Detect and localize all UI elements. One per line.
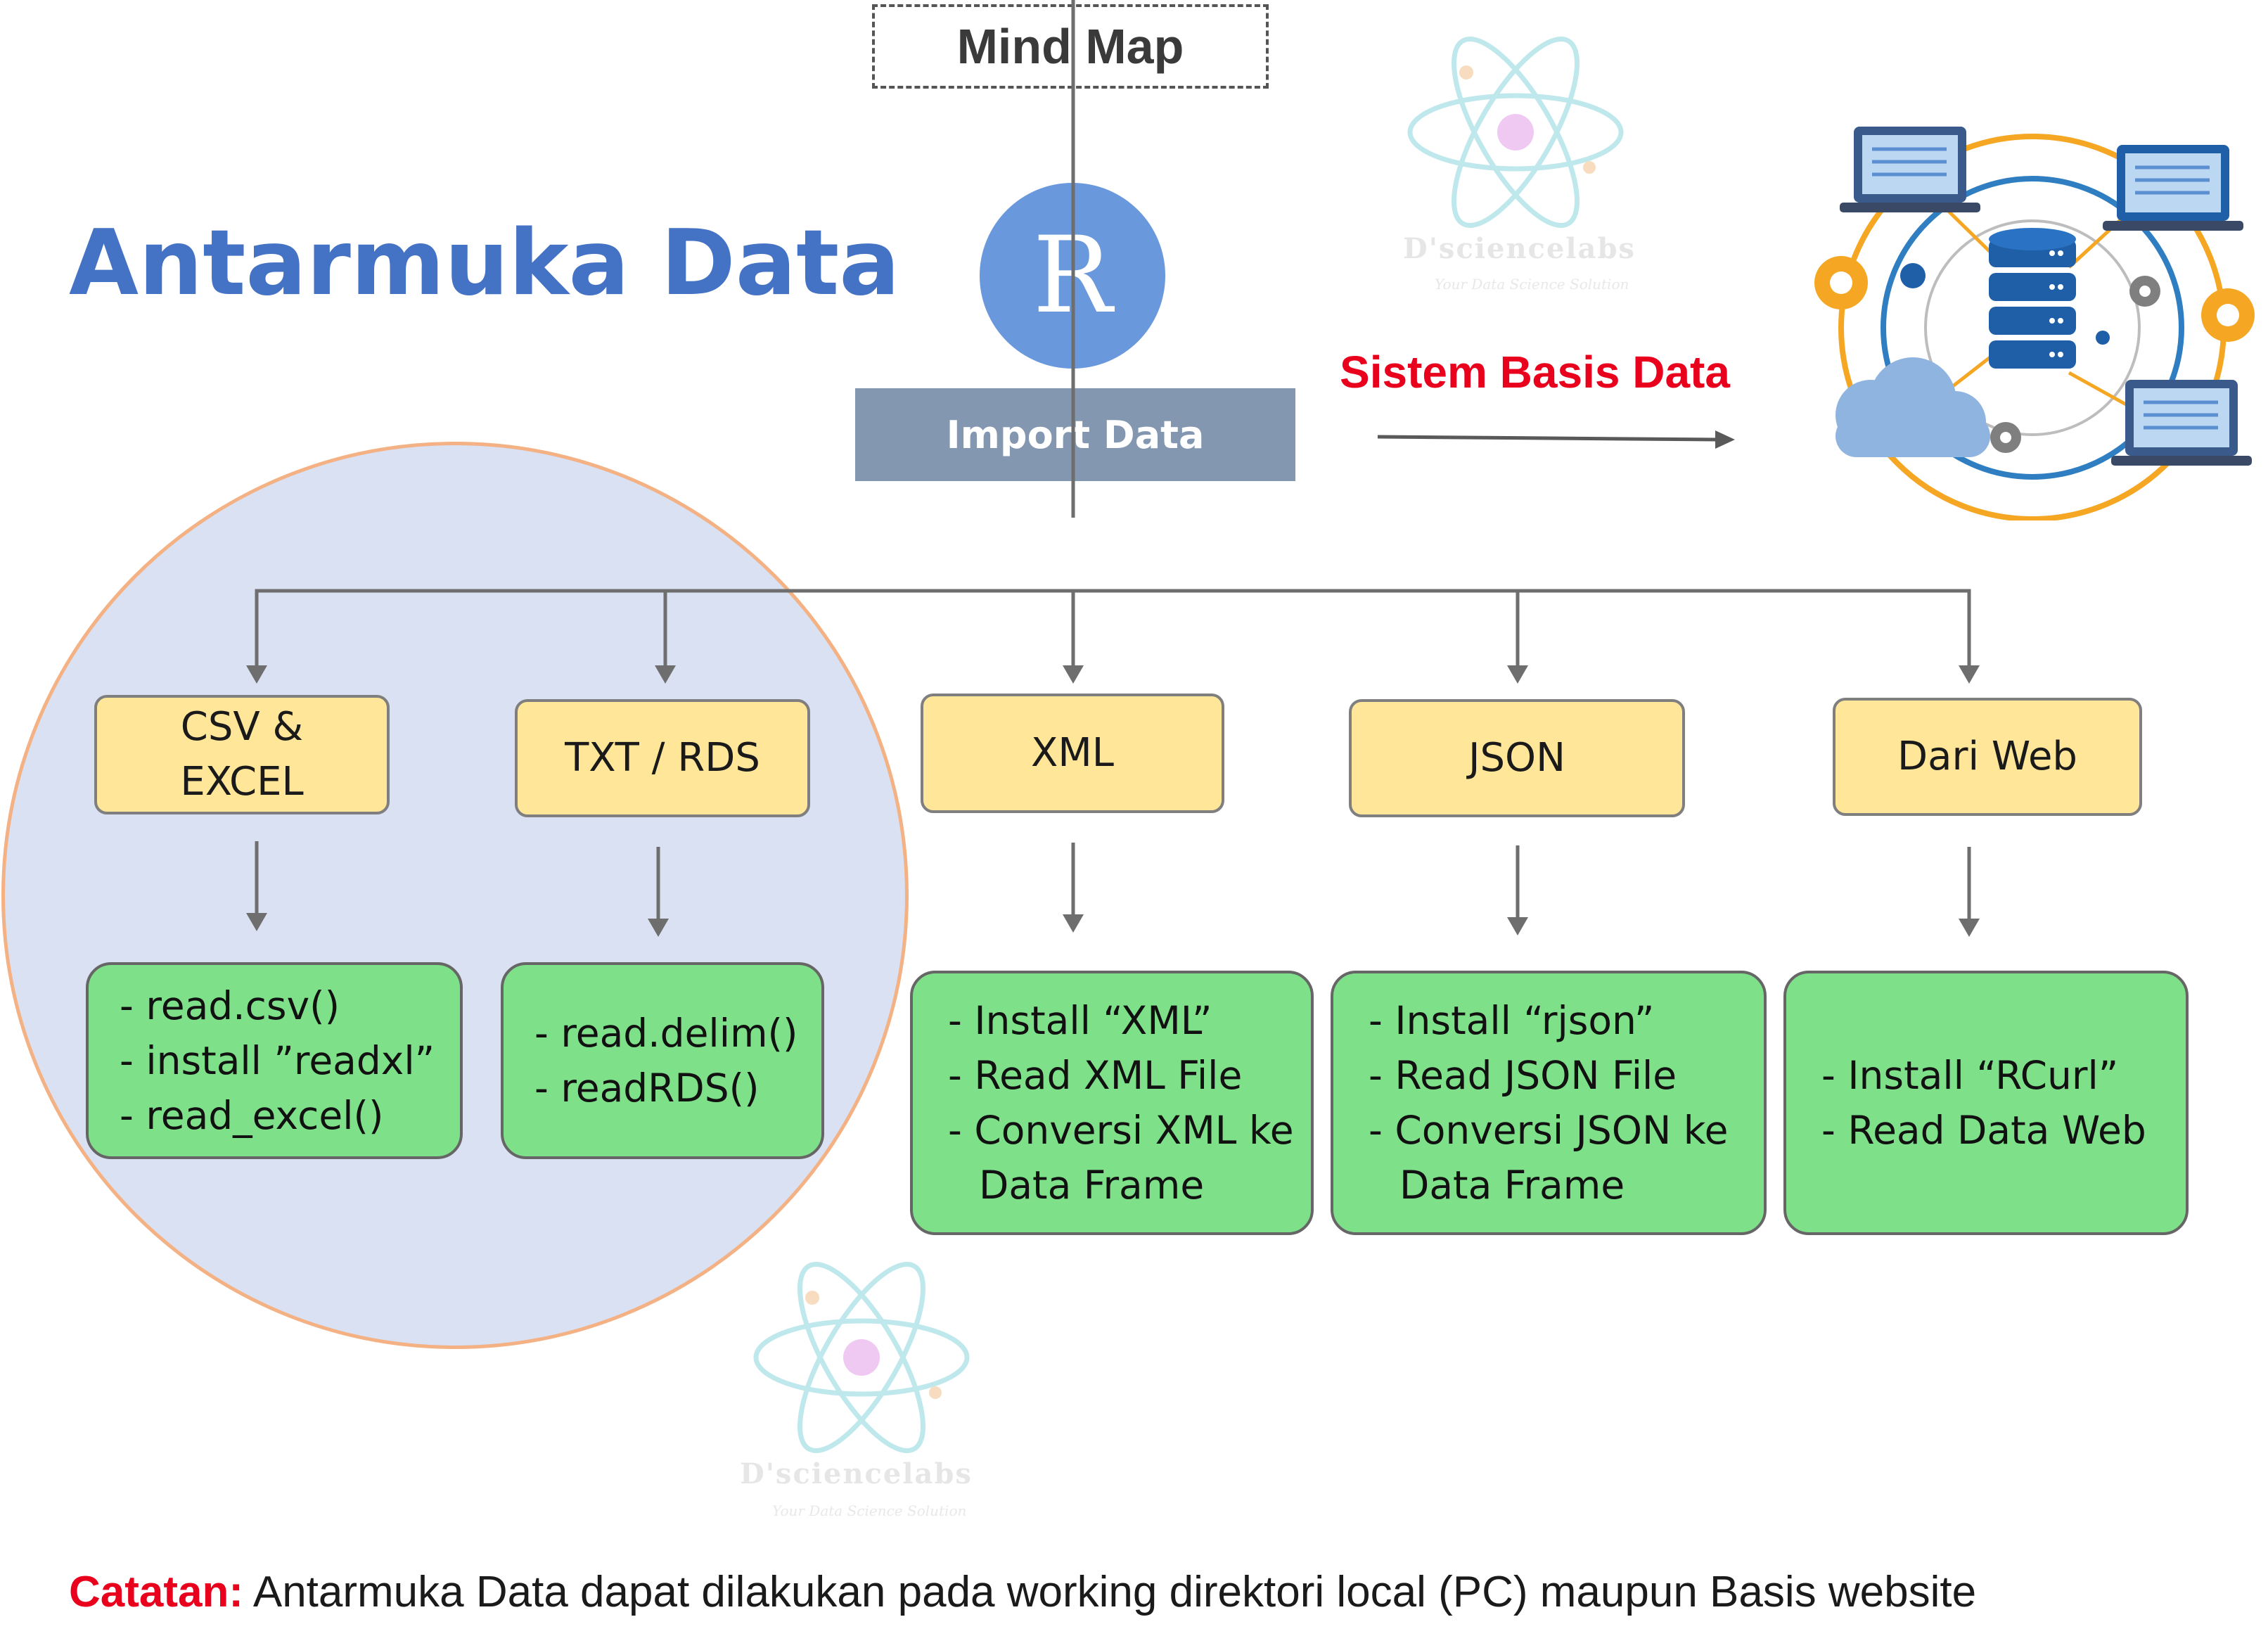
details-csv-excel: - read.csv() - install ”readxl” - read_e… [86,962,463,1159]
detail-item: - Conversi JSON ke [1369,1108,1729,1153]
footer-note: Catatan: Antarmuka Data dapat dilakukan … [69,1567,1976,1617]
detail-item: - Read XML File [948,1053,1243,1098]
category-label: JSON [1468,734,1566,781]
footer-note-text: Antarmuka Data dapat dilakukan pada work… [243,1568,1977,1616]
atom-watermark-icon [1407,37,1624,228]
details-txt-rds: - read.delim() - readRDS() [501,962,824,1159]
watermark-name: D'sciencelabs [740,1457,973,1490]
detail-item: - read_excel() [120,1093,384,1138]
detail-item: - read.csv() [120,983,340,1028]
page-title: Antarmuka Data [69,211,900,316]
detail-item: - readRDS() [534,1066,760,1111]
detail-item: - Install “XML” [948,998,1212,1043]
watermark-name: D'sciencelabs [1403,232,1636,265]
atom-watermark-icon [753,1262,970,1453]
detail-item: - Install “RCurl” [1821,1053,2119,1098]
category-label: Dari Web [1897,733,2077,779]
watermark-tagline: Your Data Science Solution [1435,276,1629,293]
detail-item: Data Frame [979,1163,1205,1208]
database-system-label: Sistem Basis Data [1340,347,1730,397]
category-txt-rds: TXT / RDS [515,699,810,817]
category-label: TXT / RDS [565,734,760,781]
detail-item: - Read JSON File [1369,1053,1677,1098]
detail-item: - Install “rjson” [1369,998,1655,1043]
database-arrow [1377,430,1735,449]
watermark-tagline: Your Data Science Solution [772,1502,967,1519]
detail-item: - read.delim() [534,1011,798,1056]
database-network-illustration [1814,127,2255,520]
details-xml: - Install “XML” - Read XML File - Conver… [910,971,1314,1235]
footer-note-label: Catatan: [69,1568,244,1616]
category-label: XML [1031,729,1114,776]
category-csv-excel: CSV & EXCEL [94,695,390,814]
mind-map-label: Mind Map [872,4,1269,89]
detail-item: - Conversi XML ke [948,1108,1294,1153]
details-json: - Install “rjson” - Read JSON File - Con… [1331,971,1767,1235]
category-json: JSON [1349,699,1685,817]
detail-item: - Read Data Web [1821,1108,2146,1153]
details-dari-web: - Install “RCurl” - Read Data Web [1783,971,2189,1235]
category-dari-web: Dari Web [1833,698,2142,816]
category-label: CSV & EXCEL [180,703,304,805]
detail-item: Data Frame [1399,1163,1625,1208]
import-data-box: Import Data [855,388,1295,481]
local-files-group-circle [1,442,909,1349]
detail-item: - install ”readxl” [120,1038,435,1083]
category-xml: XML [921,694,1224,813]
